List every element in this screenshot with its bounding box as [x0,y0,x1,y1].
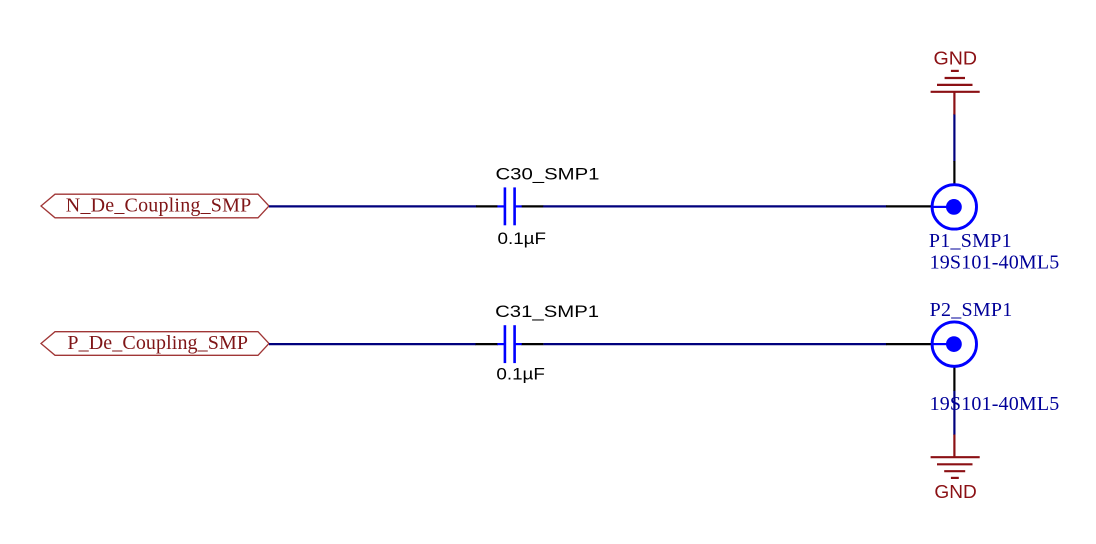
svg-text:GND: GND [934,482,976,502]
svg-text:C31_SMP1: C31_SMP1 [495,302,599,321]
svg-text:P2_SMP1: P2_SMP1 [930,299,1013,321]
svg-text:C30_SMP1: C30_SMP1 [496,165,600,184]
svg-text:P1_SMP1: P1_SMP1 [929,230,1012,252]
svg-text:19S101-40ML5: 19S101-40ML5 [930,393,1060,415]
svg-text:N_De_Coupling_SMP: N_De_Coupling_SMP [66,195,251,217]
svg-text:P_De_Coupling_SMP: P_De_Coupling_SMP [67,332,248,354]
svg-text:GND: GND [934,48,978,68]
svg-text:19S101-40ML5: 19S101-40ML5 [930,252,1060,274]
svg-text:0.1µF: 0.1µF [498,229,547,248]
svg-text:0.1µF: 0.1µF [496,364,545,383]
